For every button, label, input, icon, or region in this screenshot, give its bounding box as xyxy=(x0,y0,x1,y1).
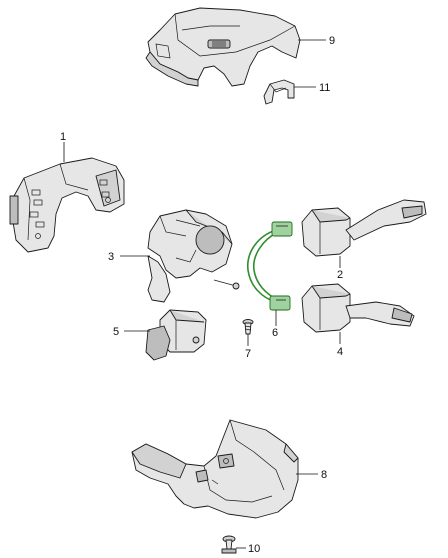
callout-10: 10 xyxy=(236,543,260,555)
callout-9: 9 xyxy=(298,35,335,47)
wiring-harness xyxy=(247,221,293,311)
bolt xyxy=(221,535,237,554)
screw xyxy=(242,319,254,335)
callout-5-label: 5 xyxy=(113,326,119,338)
callout-8-label: 8 xyxy=(321,469,327,481)
callout-2-label: 2 xyxy=(337,269,343,281)
callout-1-label: 1 xyxy=(60,131,66,143)
lower-column-shroud xyxy=(131,419,299,519)
callout-10-label: 10 xyxy=(248,543,260,555)
callout-8: 8 xyxy=(296,469,327,481)
callout-7-label: 7 xyxy=(245,348,251,360)
callout-4-label: 4 xyxy=(337,346,343,358)
small-bracket xyxy=(263,79,295,105)
wiper-switch xyxy=(301,283,415,333)
callout-7: 7 xyxy=(245,334,251,360)
callout-3: 3 xyxy=(108,251,150,263)
callout-4: 4 xyxy=(337,332,343,358)
callout-6-label: 6 xyxy=(272,327,278,339)
switch-frame-module xyxy=(9,157,125,253)
turn-signal-switch xyxy=(301,199,427,257)
connector-lower xyxy=(269,295,291,311)
callout-9-label: 9 xyxy=(329,35,335,47)
callout-11: 11 xyxy=(294,82,330,94)
callout-5: 5 xyxy=(113,326,150,338)
ignition-switch xyxy=(145,309,207,361)
callout-1: 1 xyxy=(60,131,66,162)
callout-3-label: 3 xyxy=(108,251,114,263)
upper-column-shroud xyxy=(145,7,301,87)
callout-6: 6 xyxy=(272,310,278,339)
connector-upper xyxy=(271,221,293,237)
callout-11-label: 11 xyxy=(319,82,330,94)
steering-lock-housing xyxy=(147,209,240,303)
callout-2: 2 xyxy=(337,256,343,281)
